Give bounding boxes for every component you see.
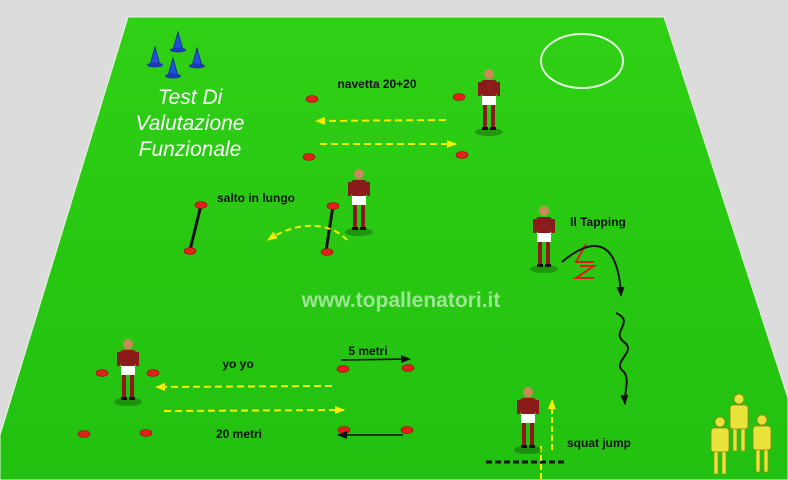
mannequin-icon <box>710 416 730 475</box>
cone-icon <box>336 365 350 373</box>
player-icon <box>530 206 558 273</box>
ladder-icon <box>572 243 598 279</box>
arrow-icon <box>615 312 630 405</box>
cone-icon <box>401 364 415 372</box>
blue-cones-group <box>147 30 205 79</box>
label-squat: squat jump <box>567 436 631 450</box>
blue-cone-icon <box>147 45 163 68</box>
player-icon <box>514 387 542 454</box>
cone-icon <box>77 430 91 438</box>
cone-icon <box>305 95 319 103</box>
cone-icon <box>400 426 414 434</box>
player-icon <box>475 69 503 136</box>
cone-icon <box>326 202 340 210</box>
cone-icon <box>337 426 351 434</box>
arrow-icon <box>163 406 345 415</box>
player-icon <box>345 169 373 236</box>
cone-icon <box>146 369 160 377</box>
arrow-icon <box>267 224 348 241</box>
title-line-2: Valutazione <box>136 112 245 135</box>
label-yoyo: yo yo <box>222 357 253 371</box>
label-5m: 5 metri <box>348 344 387 358</box>
center-circle <box>540 33 624 89</box>
cone-icon <box>95 369 109 377</box>
cone-icon <box>302 153 316 161</box>
cone-icon <box>320 248 334 256</box>
cone-icon <box>452 93 466 101</box>
cone-icon <box>139 429 153 437</box>
blue-cone-icon <box>165 56 181 79</box>
arrow-icon <box>155 382 333 391</box>
title-line-1: Test Di <box>158 86 224 109</box>
player-icon <box>114 339 142 406</box>
cone-icon <box>183 247 197 255</box>
watermark: www.topallenatori.it <box>301 289 501 312</box>
arrow-icon <box>340 355 411 364</box>
label-20m: 20 metri <box>216 427 262 441</box>
jump-bar <box>188 204 203 251</box>
cone-icon <box>455 151 469 159</box>
label-navetta: navetta 20+20 <box>337 77 416 91</box>
arrow-icon <box>561 244 625 297</box>
pitch <box>0 16 788 480</box>
blue-cone-icon <box>189 46 205 69</box>
mannequin-icon <box>752 414 772 473</box>
label-salto: salto in lungo <box>217 191 295 205</box>
mannequin-icon <box>729 393 749 452</box>
cone-icon <box>194 201 208 209</box>
label-tapping: Il Tapping <box>570 215 626 229</box>
title-line-3: Funzionale <box>139 138 242 161</box>
blue-cone-icon <box>170 30 186 53</box>
